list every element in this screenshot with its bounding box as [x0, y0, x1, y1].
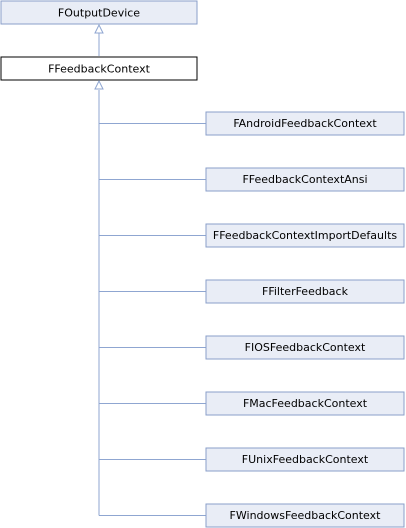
node-foutputdevice-label: FOutputDevice: [58, 7, 140, 20]
edge-feedbackcontext-to-outputdevice: [94, 23, 104, 56]
node-box: [205, 335, 405, 360]
node-funixfeedbackcontext-label: FUnixFeedbackContext: [242, 453, 369, 466]
node-ffeedbackcontextansi-label: FFeedbackContextAnsi: [242, 173, 367, 186]
node-fwindowsfeedbackcontext[interactable]: FWindowsFeedbackContext: [205, 503, 405, 528]
node-box: [205, 503, 405, 528]
node-ffeedbackcontextimportdefaults[interactable]: FFeedbackContextImportDefaults: [205, 223, 405, 248]
node-ffeedbackcontextimportdefaults-label: FFeedbackContextImportDefaults: [213, 229, 398, 242]
node-fiosfeedbackcontext[interactable]: FIOSFeedbackContext: [205, 335, 405, 360]
node-box: [205, 111, 405, 136]
node-ffilterfeedback-label: FFilterFeedback: [262, 285, 349, 298]
node-box: [205, 391, 405, 416]
node-ffeedbackcontext: FFeedbackContext: [0, 56, 198, 81]
node-fmacfeedbackcontext-label: FMacFeedbackContext: [243, 397, 368, 410]
node-fandroidfeedbackcontext-label: FAndroidFeedbackContext: [233, 117, 377, 130]
node-ffeedbackcontextansi[interactable]: FFeedbackContextAnsi: [205, 167, 405, 192]
derived-nodes: FAndroidFeedbackContextFFeedbackContextA…: [205, 111, 405, 528]
node-box: [205, 447, 405, 472]
node-fandroidfeedbackcontext[interactable]: FAndroidFeedbackContext: [205, 111, 405, 136]
node-fiosfeedbackcontext-label: FIOSFeedbackContext: [245, 341, 366, 354]
node-ffeedbackcontext-label: FFeedbackContext: [48, 63, 150, 76]
node-fmacfeedbackcontext[interactable]: FMacFeedbackContext: [205, 391, 405, 416]
node-fwindowsfeedbackcontext-label: FWindowsFeedbackContext: [230, 509, 382, 522]
node-funixfeedbackcontext[interactable]: FUnixFeedbackContext: [205, 447, 405, 472]
node-foutputdevice[interactable]: FOutputDevice: [0, 0, 198, 25]
node-ffilterfeedback[interactable]: FFilterFeedback: [205, 279, 405, 304]
node-box: [205, 167, 405, 192]
node-box: [205, 279, 405, 304]
node-box: [205, 223, 405, 248]
derived-edges: [94, 79, 206, 516]
trunk-arrowhead: [94, 79, 104, 90]
